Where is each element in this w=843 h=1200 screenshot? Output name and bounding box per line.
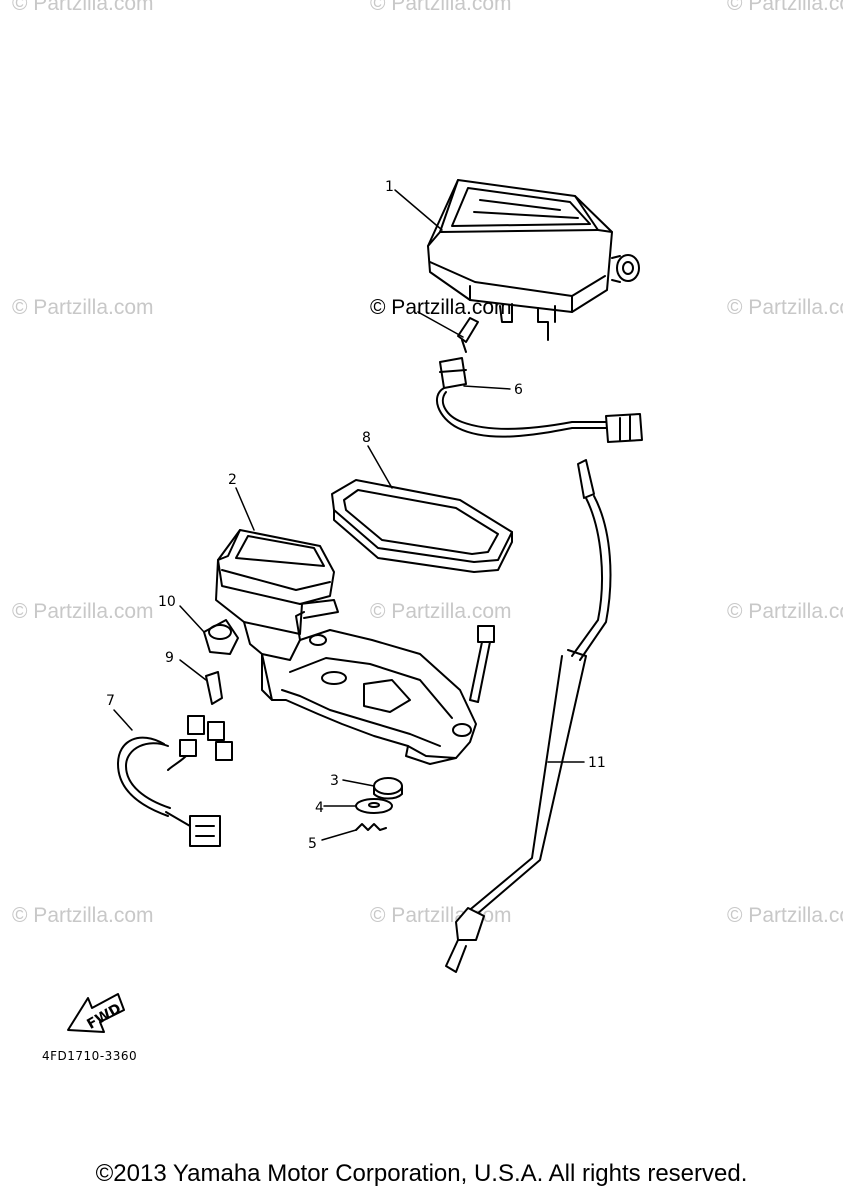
speedometer-cable-part-11[interactable] (446, 460, 610, 972)
grommet-part-10[interactable] (204, 620, 238, 654)
watermark-row3-right: © Partzilla.com (727, 600, 843, 623)
gasket-part-8[interactable] (332, 480, 512, 572)
watermark-row3-left: © Partzilla.com (12, 600, 154, 623)
watermark-row2-right: © Partzilla.com (727, 296, 843, 319)
grommet-part-3[interactable] (374, 778, 402, 799)
watermark-top-right: © Partzilla.com (727, 0, 843, 15)
bulb-part-9[interactable] (206, 672, 222, 704)
callout-6: 6 (514, 382, 523, 398)
nut-part-5[interactable] (356, 824, 386, 830)
socket-harness-part-7[interactable] (118, 716, 232, 846)
leader-lines (114, 190, 584, 840)
callout-labels: 1 2 3 4 5 6 7 8 9 10 11 (106, 179, 606, 852)
meter-assembly-part-1[interactable] (428, 180, 639, 340)
callout-7: 7 (106, 693, 115, 709)
callout-2: 2 (228, 472, 237, 488)
callout-9: 9 (165, 650, 174, 666)
copyright-notice: ©2013 Yamaha Motor Corporation, U.S.A. A… (95, 1160, 748, 1187)
fwd-arrow-icon: FWD (68, 994, 124, 1033)
watermark-row4-right: © Partzilla.com (727, 904, 843, 927)
callout-3: 3 (330, 773, 339, 789)
watermark-row4-left: © Partzilla.com (12, 904, 154, 927)
watermark-top-center: © Partzilla.com (370, 0, 512, 15)
watermark-top-left: © Partzilla.com (12, 0, 154, 15)
meter-housing-part-2[interactable] (216, 530, 476, 764)
callout-8: 8 (362, 430, 371, 446)
callout-1: 1 (385, 179, 394, 195)
watermark-row3-center: © Partzilla.com (370, 600, 512, 623)
diagram-code: 4FD1710-3360 (42, 1049, 138, 1063)
watermark-row2-left: © Partzilla.com (12, 296, 154, 319)
washer-part-4[interactable] (356, 799, 392, 813)
mounting-bolt[interactable] (470, 626, 494, 702)
bulb-socket-harness-part-6[interactable] (437, 318, 642, 442)
callout-4: 4 (315, 800, 324, 816)
callout-11: 11 (588, 755, 606, 771)
callout-5: 5 (308, 836, 317, 852)
callout-10: 10 (158, 594, 176, 610)
watermark-row2-center: © Partzilla.com (370, 296, 512, 319)
